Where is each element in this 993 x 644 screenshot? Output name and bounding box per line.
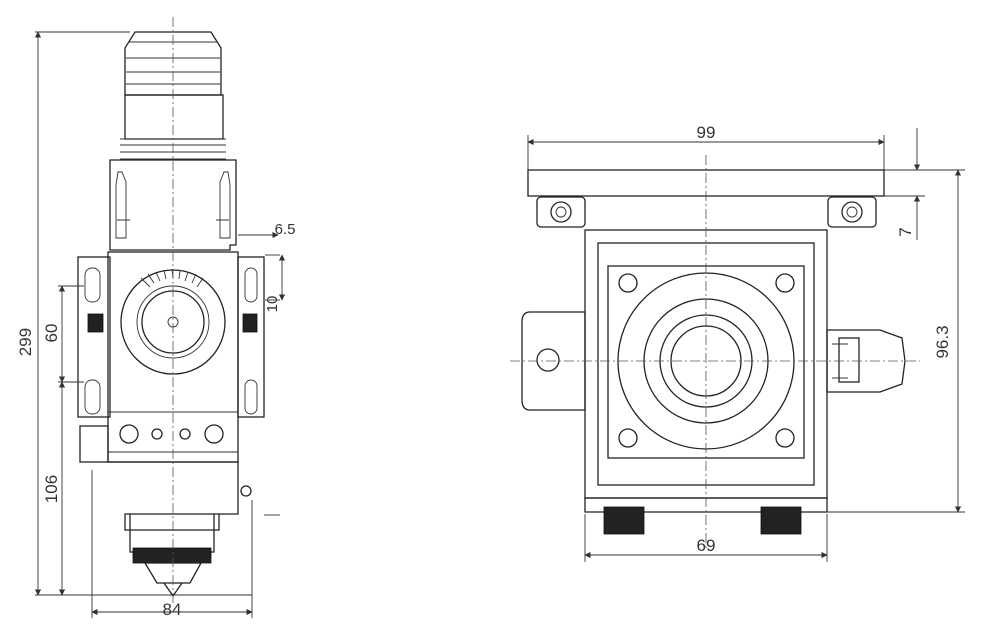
side-view-drawing: [77, 17, 265, 605]
dimension-7-label: 7: [896, 227, 915, 236]
nozzle-tip: [143, 562, 203, 584]
dimension-299-label: 299: [16, 328, 35, 356]
dimension-96-3-label: 96.3: [933, 325, 952, 358]
upper-body: [109, 159, 237, 251]
front-view-drawing: [510, 155, 920, 548]
dimension-6-5-label: 6.5: [275, 221, 296, 238]
dimension-60-label: 60: [42, 324, 61, 343]
side-view-dimensions: [34, 31, 286, 618]
dimension-106-label: 106: [42, 475, 61, 503]
nozzle-body: [108, 461, 239, 531]
dimension-10-label: 10: [264, 296, 281, 313]
front-view-dimensions: [527, 128, 965, 562]
dimension-84-label: 84: [163, 600, 182, 619]
dimension-69-label: 69: [697, 536, 716, 555]
dimension-99-label: 99: [697, 123, 716, 142]
left-side-port: [521, 311, 586, 411]
right-side-fitting: [826, 329, 906, 393]
